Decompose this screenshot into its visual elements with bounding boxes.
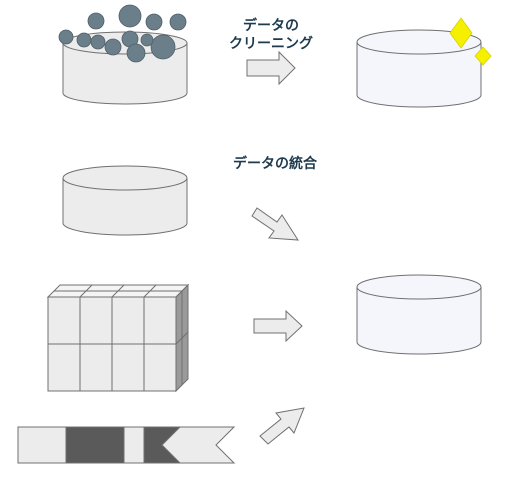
sparkle-icon	[449, 17, 473, 49]
dirt-particles	[58, 4, 187, 63]
data-cleaning-label-line-2: クリーニング	[229, 36, 313, 52]
arrow-icon	[246, 50, 296, 86]
data-stream-icon	[17, 426, 236, 464]
dirty-database-icon	[58, 4, 188, 105]
merged-database-icon	[356, 274, 482, 355]
clean-database-icon	[356, 29, 482, 108]
arrow-icon	[251, 207, 299, 241]
arrow-icon	[253, 309, 303, 343]
database-icon	[62, 165, 188, 236]
sparkle-icon	[474, 46, 492, 66]
arrow-icon	[259, 407, 305, 445]
data-cube-icon	[46, 283, 190, 393]
data-cleaning-label-line-1: データの	[243, 18, 299, 34]
data-integration-label: データの統合	[233, 156, 317, 172]
data-cleaning-label: データの クリーニング	[214, 17, 328, 53]
